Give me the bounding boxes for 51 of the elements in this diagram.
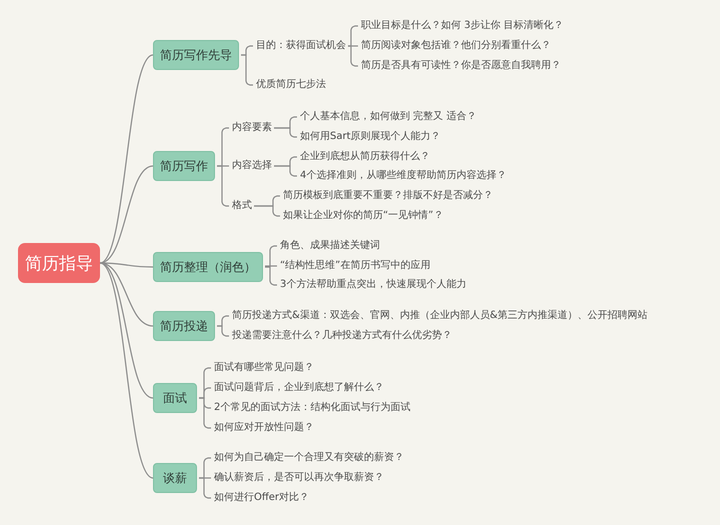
connector-line	[265, 265, 277, 267]
topic-box: 简历整理（润色）	[153, 252, 263, 282]
subtopic-text: 面试问题背后，企业到底想了解什么？	[211, 381, 384, 395]
subtopic-text: 确认薪资后，是否可以再次争取薪资？	[211, 471, 384, 485]
connector-line	[254, 205, 280, 217]
connector-line	[274, 165, 297, 177]
central-topic-box: 简历指导	[18, 243, 100, 283]
subtopic-text: 内容选择	[229, 159, 272, 173]
connector-line	[217, 165, 229, 207]
subtopic-text: 企业到底想从简历获得什么？	[297, 150, 430, 164]
subtopic-text: 职业目标是什么？如何 3步让你 目标清晰化？	[358, 19, 564, 33]
subtopic-text: 简历模板到底重要不重要？排版不好是否减分？	[280, 189, 493, 203]
subtopic-text: 优质简历七步法	[253, 78, 326, 92]
subtopic-text: 简历投递方式&渠道：双选会、官网、内推（企业内部人员&第三方内推渠道）、公开招聘网站	[229, 309, 648, 323]
subtopic-text: 如何应对开放性问题？	[211, 421, 314, 435]
branch-curve	[100, 262, 154, 478]
connector-line	[199, 477, 211, 499]
branch-curve	[100, 262, 153, 268]
topic-box: 简历写作	[153, 151, 215, 181]
subtopic-text: 3个方法帮助重点突出，快速展现个人能力	[277, 278, 466, 292]
subtopic-text: 面试有哪些常见问题？	[211, 361, 314, 375]
topic-box: 简历写作先导	[153, 40, 239, 70]
connector-line	[348, 25, 358, 47]
subtopic-text: 如果让企业对你的简历“一见钟情”？	[280, 209, 444, 223]
subtopic-text: 如何用Sart原则展现个人能力？	[297, 130, 441, 144]
connector-line	[265, 266, 277, 286]
subtopic-text: 格式	[229, 199, 252, 213]
subtopic-text: 目的：获得面试机会	[253, 39, 346, 53]
connector-line	[274, 127, 297, 138]
subtopic-text: “结构性思维”在简历书写中的应用	[277, 259, 430, 273]
subtopic-text: 内容要素	[229, 121, 272, 135]
connector-line	[199, 397, 211, 429]
connector-line	[217, 325, 229, 337]
topic-box: 谈薪	[153, 463, 197, 493]
subtopic-text: 如何为自己确定一个合理又有突破的薪资？	[211, 451, 404, 465]
subtopic-text: 角色、成果描述关键词	[277, 239, 380, 253]
branch-curve	[100, 165, 154, 264]
branch-curve	[100, 262, 154, 399]
topic-box: 面试	[153, 383, 197, 413]
subtopic-text: 投递需要注意什么？几种投递方式有什么优劣势？	[229, 329, 452, 343]
subtopic-text: 简历阅读对象包括谁？他们分别看重什么？	[358, 39, 551, 53]
subtopic-text: 4个选择准则，从哪些维度帮助简历内容选择？	[297, 169, 506, 183]
branch-curve	[100, 54, 154, 264]
subtopic-text: 个人基本信息，如何做到 完整又 适合？	[297, 110, 476, 124]
connector-line	[241, 54, 253, 86]
connector-line	[348, 45, 358, 67]
subtopic-text: 如何进行Offer对比？	[211, 491, 310, 505]
subtopic-text: 简历是否具有可读性？你是否愿意自我聘用？	[358, 59, 561, 73]
topic-box: 简历投递	[153, 311, 215, 341]
subtopic-text: 2个常见的面试方法：结构化面试与行为面试	[211, 401, 410, 415]
branch-curve	[100, 262, 154, 327]
